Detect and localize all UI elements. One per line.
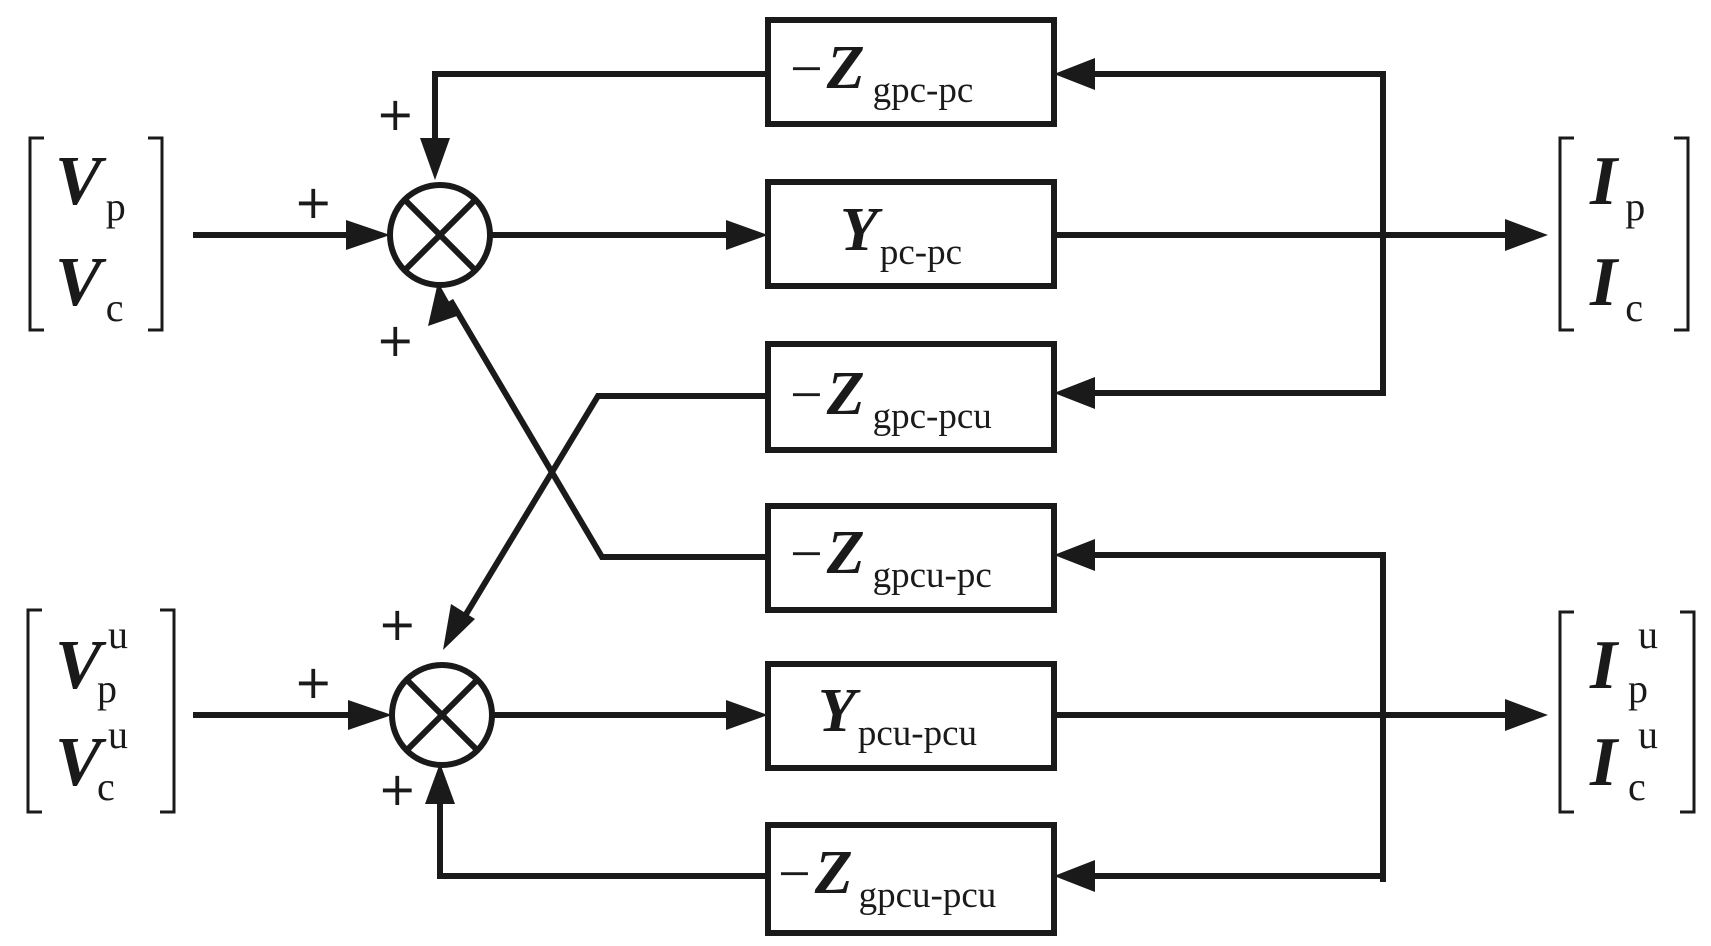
arrowhead-bottom-sum-left <box>348 700 392 730</box>
cross-line-gpc-pcu <box>460 393 771 621</box>
vector-superscript: u <box>1638 612 1658 657</box>
block-symbol: Z <box>814 839 853 907</box>
arrowhead-to-z-gpcu-pcu <box>1054 860 1095 892</box>
arrowhead-to-output-top <box>1505 219 1548 251</box>
block-subscript: gpc-pc <box>873 70 974 111</box>
block-y-pc-pc: Ypc-pc <box>765 179 1057 289</box>
minus-sign: − <box>790 521 823 586</box>
vector-subscript: p <box>1628 666 1648 711</box>
arrowhead-top-sum-left <box>346 220 390 250</box>
vector-symbol: V <box>55 143 107 220</box>
arrowhead-to-z-gpcu-pc <box>1054 539 1095 571</box>
block-subscript: pc-pc <box>880 232 962 273</box>
minus-sign: − <box>778 841 811 906</box>
arrowhead-top-sum-top <box>420 138 450 180</box>
input-vector-bottom: V u p V u c <box>26 608 176 814</box>
svg-text:Vp: Vp <box>55 143 126 229</box>
arrowhead-bottom-sum-top <box>443 604 475 650</box>
feedback-line-gpc-pc <box>1065 71 1386 396</box>
svg-text:Vc: Vc <box>55 244 123 330</box>
block-subscript: gpc-pcu <box>873 396 992 437</box>
vector-symbol: I <box>1589 244 1620 321</box>
svg-text:Ic: Ic <box>1589 244 1643 330</box>
arrowhead-to-output-bottom <box>1505 699 1548 731</box>
vector-superscript: u <box>108 712 128 757</box>
block-subscript: pcu-pcu <box>858 713 977 754</box>
vector-symbol: V <box>55 724 107 801</box>
summing-junction-top <box>387 182 493 288</box>
cross-line-gpcu-pc <box>447 298 771 560</box>
vector-subscript: c <box>106 285 124 330</box>
svg-text:Ypcu-pcu: Ypcu-pcu <box>818 677 977 754</box>
block-subscript: gpcu-pcu <box>859 875 997 916</box>
vector-subscript: p <box>106 184 126 229</box>
vector-subscript: c <box>1628 764 1646 809</box>
vector-superscript: u <box>1638 712 1658 757</box>
vector-symbol: I <box>1589 724 1620 801</box>
vector-subscript: p <box>97 666 117 711</box>
plus-sign-bottom-junction-top: + <box>378 597 417 651</box>
arrowhead-to-y-pc-pc <box>726 220 768 250</box>
feedback-return-gpc-pc <box>432 71 771 155</box>
minus-sign: − <box>790 36 823 101</box>
plus-sign-bottom-junction-bottom: + <box>378 762 417 816</box>
block-symbol: Z <box>826 34 865 102</box>
block-symbol: Y <box>818 677 861 745</box>
vector-symbol: I <box>1589 627 1620 704</box>
arrowhead-bottom-sum-bottom <box>425 763 455 804</box>
plus-sign-top-junction-top: + <box>376 87 415 141</box>
feedback-return-gpcu-pcu <box>437 787 771 879</box>
plus-sign-top-junction-left: + <box>294 175 333 229</box>
output-vector-bottom: I u p I u c <box>1558 610 1696 814</box>
vector-subscript: c <box>1625 285 1643 330</box>
arrowhead-to-y-pcu-pcu <box>726 700 768 730</box>
arrowhead-to-z-gpc-pc <box>1054 58 1095 90</box>
vector-symbol: V <box>55 627 107 704</box>
block-y-pcu-pcu: Ypcu-pcu <box>765 661 1057 771</box>
vector-subscript: p <box>1625 184 1645 229</box>
svg-text:Ip: Ip <box>1589 143 1645 229</box>
vector-symbol: I <box>1589 143 1620 220</box>
block-symbol: Z <box>826 360 865 428</box>
svg-text:Ypc-pc: Ypc-pc <box>840 196 962 273</box>
arrowhead-to-z-gpc-pcu <box>1054 377 1095 409</box>
vector-superscript: u <box>108 612 128 657</box>
block-subscript: gpcu-pc <box>873 555 992 596</box>
block-symbol: Y <box>840 196 883 264</box>
block-symbol: Z <box>826 519 865 587</box>
vector-subscript: c <box>97 764 115 809</box>
vector-symbol: V <box>55 244 107 321</box>
plus-sign-bottom-junction-left: + <box>294 655 333 709</box>
minus-sign: − <box>790 362 823 427</box>
plus-sign-top-junction-bottom: + <box>376 313 415 367</box>
arrowhead-top-sum-bottom <box>428 282 457 326</box>
summing-junction-bottom <box>389 662 495 768</box>
